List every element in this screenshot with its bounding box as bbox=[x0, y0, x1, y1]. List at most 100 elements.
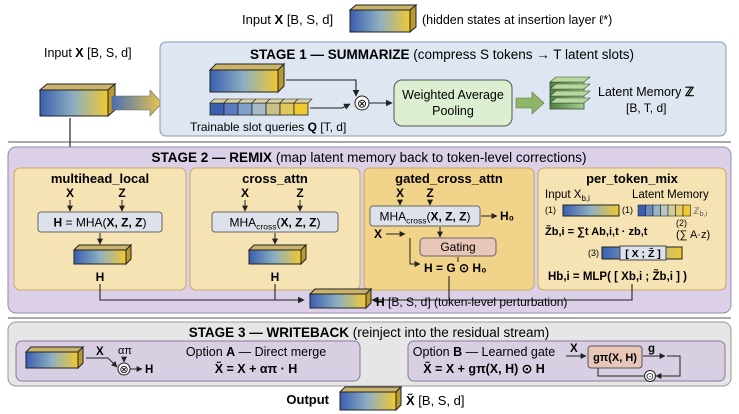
arrow-input-to-stage1 bbox=[111, 89, 163, 117]
option-a-arrow-x bbox=[86, 357, 118, 368]
option-b-arrow-loop bbox=[655, 355, 681, 379]
gated-output-formula: H = G ⊙ H₀ bbox=[424, 261, 486, 275]
stage2-output-label: H [B, S, d] (token-level perturbation) bbox=[376, 295, 567, 309]
arrow-per-token-to-output bbox=[449, 284, 633, 301]
memory-slab-top bbox=[549, 90, 591, 97]
arrow-slots-to-mult bbox=[310, 103, 351, 110]
option-a: X απ ⊗ H Option A — Direct merge X̃ = X … bbox=[15, 340, 361, 382]
multihead-output-tensor-icon bbox=[72, 243, 133, 266]
slot-cube bbox=[251, 102, 267, 116]
per-token-concat-label: [ X ; Z̃ ] bbox=[625, 247, 661, 260]
option-a-tensor-icon bbox=[24, 345, 85, 370]
header: Input X [B, S, d] (hidden states at inse… bbox=[242, 3, 612, 34]
slot-cube bbox=[293, 102, 309, 116]
latent-bar-cell bbox=[652, 204, 661, 217]
gating-label: Gating bbox=[440, 240, 475, 254]
per-token-step1b: (1) bbox=[622, 205, 633, 215]
option-b-formula: X̃ = X + gπ(X, H) ⊙ H bbox=[423, 361, 544, 376]
latent-memory-shape: [B, T, d] bbox=[626, 101, 666, 115]
slot-cube bbox=[223, 102, 239, 116]
stage3-title: STAGE 3 — WRITEBACK (reinject into the r… bbox=[189, 325, 550, 340]
per-token-sum-az: (∑ A·z) bbox=[676, 229, 710, 241]
option-a-title: Option A — Direct merge bbox=[186, 345, 326, 359]
panel-multihead-local: multihead_local X Z H = MHA(X, Z, Z) H bbox=[13, 167, 187, 291]
header-input-label: Input X [B, S, d] bbox=[242, 12, 333, 27]
cross-input-z: Z bbox=[296, 186, 303, 200]
arrow-tensor-to-mult bbox=[286, 79, 360, 97]
multihead-formula: H = MHA(X, Z, Z) bbox=[53, 216, 146, 230]
gated-h0-label: H₀ bbox=[500, 209, 514, 223]
pooling-box bbox=[393, 79, 513, 127]
slot-cube bbox=[279, 102, 295, 116]
cross-formula-box bbox=[211, 211, 339, 233]
memory-slab-top bbox=[549, 83, 591, 90]
stage1-tensor-icon bbox=[208, 62, 286, 94]
header-input-tensor-icon bbox=[348, 3, 418, 34]
output-label: Output bbox=[286, 392, 329, 407]
mult-symbol: ⊗ bbox=[357, 97, 367, 111]
per-token-mlp-formula: Hb,i = MLP( [ Xb,i ; Z̃b,i ] ) bbox=[548, 270, 687, 283]
per-token-latent-bars bbox=[637, 204, 691, 217]
memory-slab-top bbox=[549, 76, 591, 83]
left-input-label: Input X [B, S, d] bbox=[44, 46, 132, 60]
stage1-panel: STAGE 1 — SUMMARIZE (compress S tokens →… bbox=[159, 41, 727, 137]
cross-output-tensor-icon bbox=[247, 243, 308, 266]
option-a-input-x: X bbox=[96, 346, 104, 358]
stage1-title: STAGE 1 — SUMMARIZE (compress S tokens →… bbox=[250, 47, 634, 62]
latent-bar-cell bbox=[682, 204, 691, 217]
option-b-input-x: X bbox=[570, 343, 578, 355]
option-b-odot-symbol: ⊙ bbox=[646, 372, 654, 383]
pooling-line2: Pooling bbox=[432, 104, 474, 118]
slot-queries-label: Trainable slot queries Q [T, d] bbox=[190, 120, 346, 134]
per-token-step3: (3) bbox=[588, 248, 599, 258]
gated-arrow-to-output bbox=[409, 238, 421, 267]
panel-multihead-title: multihead_local bbox=[51, 171, 149, 186]
latent-bar-cell bbox=[675, 204, 684, 217]
slot-cube-top bbox=[293, 98, 313, 104]
cross-input-x: X bbox=[241, 186, 249, 200]
slot-cube bbox=[265, 102, 281, 116]
multihead-input-z: Z bbox=[118, 186, 125, 200]
multihead-output-h: H bbox=[96, 270, 105, 284]
output-tensor-icon bbox=[338, 385, 403, 412]
panel-gated-title: gated_cross_attn bbox=[395, 171, 503, 186]
gated-input-z: Z bbox=[426, 186, 433, 200]
gated-input-x: X bbox=[396, 186, 404, 200]
latent-bar-cell bbox=[637, 204, 646, 217]
per-token-input-label: Input Xb,i bbox=[545, 189, 590, 203]
option-b-title: Option B — Learned gate bbox=[413, 345, 556, 359]
stage2-title: STAGE 2 — REMIX (map latent memory back … bbox=[152, 150, 587, 165]
option-a-formula: X̃ = X + απ · H bbox=[215, 361, 298, 376]
arrow-pooling-to-memory bbox=[515, 91, 545, 115]
latent-memory-stack-icon bbox=[549, 76, 591, 110]
slot-queries-icon bbox=[209, 98, 313, 116]
memory-slab bbox=[549, 102, 585, 110]
output-row: Output X̃ [B, S, d] bbox=[286, 385, 465, 412]
panel-per-token-mix: per_token_mix Input Xb,i Latent Memory (… bbox=[537, 167, 727, 291]
latent-bar-cell bbox=[660, 204, 669, 217]
panel-cross-attn: cross_attn X Z MHAcross(X, Z, Z) H bbox=[189, 167, 361, 291]
per-token-sum-formula: Z̃b,i = ∑t Ab,i,t · zb,t bbox=[545, 225, 648, 238]
cross-output-h: H bbox=[271, 270, 280, 284]
gated-formula: MHAcross(X, Z, Z) bbox=[380, 210, 471, 226]
cross-formula: MHAcross(X, Z, Z) bbox=[230, 216, 321, 232]
stage2-panel: STAGE 2 — REMIX (map latent memory back … bbox=[7, 146, 732, 314]
per-token-concat-box bbox=[619, 245, 667, 261]
slot-cube bbox=[209, 102, 225, 116]
option-b-odot-node bbox=[644, 370, 656, 382]
latent-bar-cell bbox=[667, 204, 676, 217]
option-a-output-h: H bbox=[145, 364, 153, 376]
header-note: (hidden states at insertion layer ℓ*) bbox=[422, 13, 612, 27]
per-token-latent-zsub: ℤb,i bbox=[693, 206, 708, 218]
panel-per-token-title: per_token_mix bbox=[586, 171, 679, 186]
option-a-mult-symbol: ⊗ bbox=[119, 364, 128, 376]
pooling-line1: Weighted Average bbox=[402, 88, 504, 102]
latent-bar-cell bbox=[645, 204, 654, 217]
option-b-gate-label: gπ(X, H) bbox=[593, 352, 637, 364]
option-b-arrow-h bbox=[597, 368, 644, 377]
gated-side-input-x: X bbox=[374, 227, 382, 241]
option-b-background bbox=[407, 340, 726, 382]
left-input-tensor-icon bbox=[38, 82, 117, 118]
per-token-step1a: (1) bbox=[545, 205, 556, 215]
